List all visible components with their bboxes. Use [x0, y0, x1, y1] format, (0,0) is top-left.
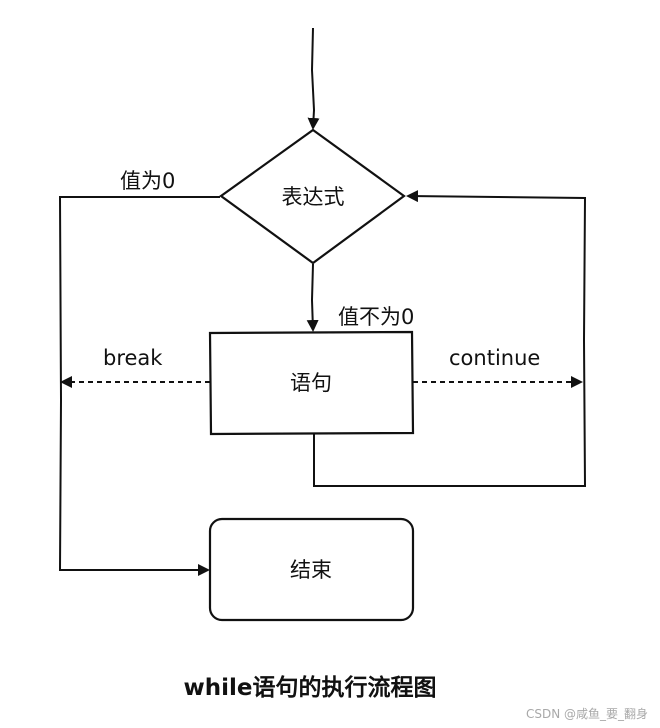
continue-edge-label: continue — [449, 346, 540, 370]
entry-arrow — [307, 27, 320, 130]
diagram-caption: while语句的执行流程图 — [183, 675, 437, 701]
nonzero-edge-label: 值不为0 — [338, 305, 414, 329]
nonzero-arrow — [306, 263, 319, 332]
statement-box — [208, 330, 415, 436]
loop-back-path — [313, 190, 587, 487]
break-edge-label: break — [103, 346, 163, 370]
statement-label: 语句 — [290, 371, 332, 395]
decision-label: 表达式 — [282, 185, 345, 209]
end-box — [208, 517, 415, 622]
decision-diamond — [219, 128, 406, 265]
zero-edge-label: 值为0 — [120, 169, 175, 193]
end-label: 结束 — [290, 558, 332, 582]
watermark: CSDN @咸鱼_要_翻身 — [525, 707, 648, 721]
exit-path — [58, 196, 220, 576]
